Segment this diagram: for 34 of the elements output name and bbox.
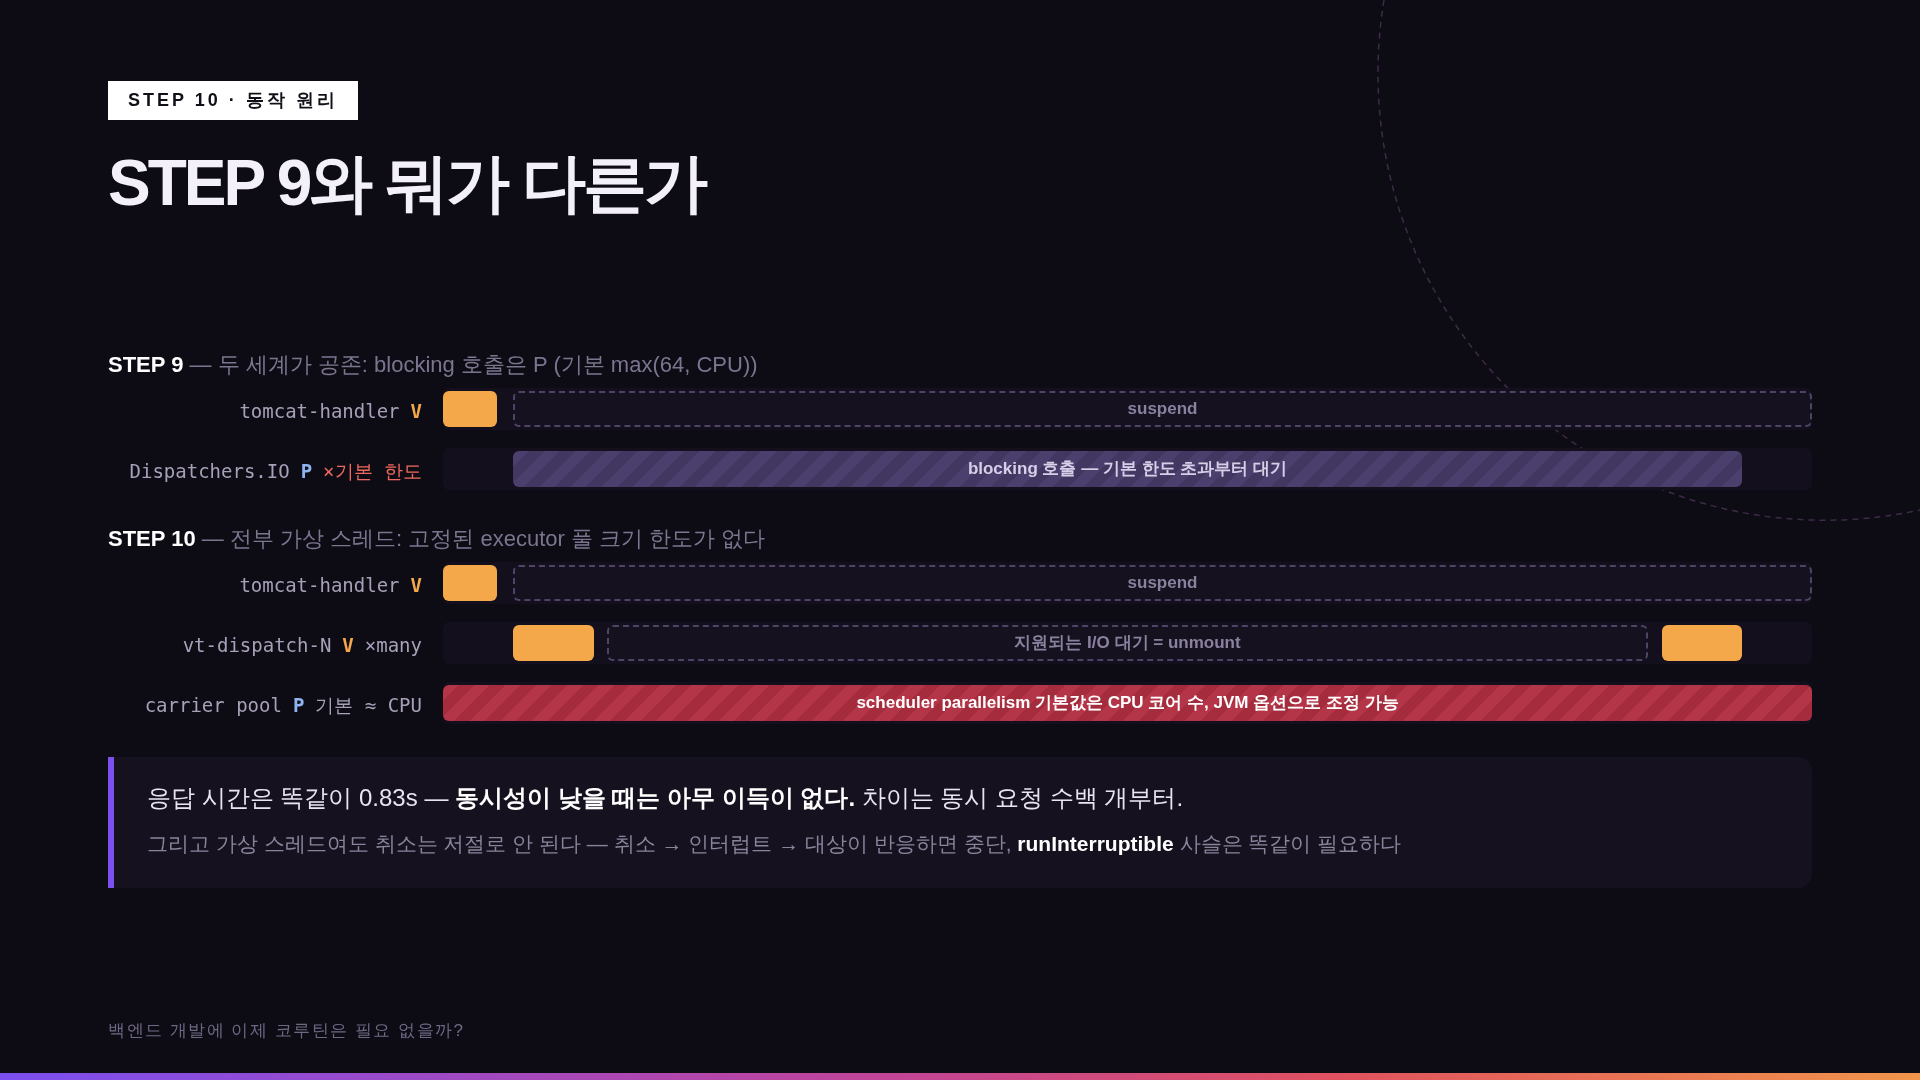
- activity-bar: [513, 625, 594, 661]
- thread-name: Dispatchers.IO: [129, 458, 290, 483]
- section-heading: STEP 9 — 두 세계가 공존: blocking 호출은 P (기본 max(64, CPU)): [108, 351, 758, 379]
- bar-label: blocking 호출 — 기본 한도 초과부터 대기: [967, 458, 1288, 480]
- thread-name: tomcat-handler: [239, 572, 400, 597]
- striped-bar: [513, 451, 1742, 487]
- thread-note: ×many: [364, 632, 422, 657]
- activity-bar: [1662, 625, 1742, 661]
- bar-label: scheduler parallelism 기본값은 CPU 코어 수, JVM 옵션으로 조정 가능: [856, 692, 1399, 714]
- bar-label: 지원되는 I/O 대기 = unmount: [1014, 632, 1241, 654]
- thread-type: P: [292, 692, 305, 717]
- dashed-bar: [513, 565, 1812, 601]
- callout-panel: [108, 757, 1812, 888]
- thread-note: 기본 ≈ CPU: [315, 692, 422, 717]
- thread-type: V: [410, 572, 422, 597]
- thread-note: ×기본 한도: [323, 458, 422, 483]
- section-heading: STEP 10 — 전부 가상 스레드: 고정된 executor 풀 크기 한도가 없다: [108, 525, 766, 553]
- thread-type: V: [410, 398, 422, 423]
- thread-name: tomcat-handler: [239, 398, 400, 423]
- thread-type: V: [342, 632, 354, 657]
- bar-label: suspend: [1127, 572, 1198, 594]
- footer-text: 백엔드 개발에 이제 코루틴은 필요 없을까?: [108, 1020, 465, 1042]
- callout-note: 그리고 가상 스레드여도 취소는 저절로 안 된다 — 취소 → 인터럽트 → 대상이 반응하면 중단, runInterruptible 사슬은 똑같이 필요하다: [147, 831, 1402, 857]
- dashed-bar: [607, 625, 1648, 661]
- thread-type: P: [300, 458, 313, 483]
- dashed-bar: [513, 391, 1812, 427]
- activity-bar: [443, 565, 497, 601]
- callout-text: 응답 시간은 똑같이 0.83s — 동시성이 낮을 때는 아무 이득이 없다. 차이는 동시 요청 수백 개부터.: [147, 783, 1184, 813]
- section-tag: STEP 10 · 동작 원리: [108, 81, 358, 120]
- slide-title: STEP 9와 뭐가 다른가: [108, 146, 705, 221]
- activity-bar: [443, 391, 497, 427]
- bar-label: suspend: [1127, 398, 1198, 420]
- thread-name: carrier pool: [144, 692, 282, 717]
- thread-name: vt-dispatch-N: [182, 632, 332, 657]
